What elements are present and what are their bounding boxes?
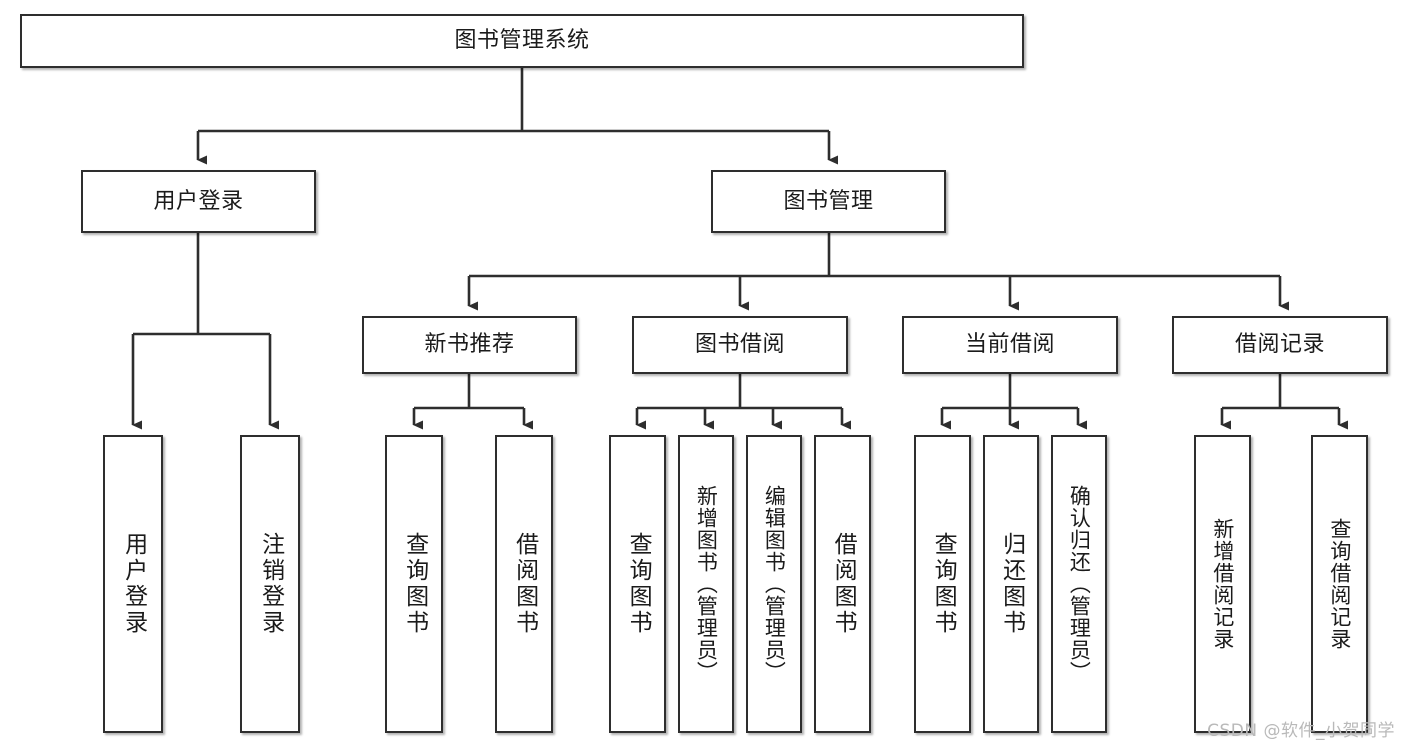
leaf-edit-book-admin[interactable]: 编辑图书（管理员） (746, 435, 802, 733)
node-book-manage[interactable]: 图书管理 (711, 170, 946, 233)
node-label: 图书借阅 (694, 332, 785, 358)
node-book-borrow[interactable]: 图书借阅 (632, 316, 848, 374)
watermark-text: CSDN @软件_小贺同学 (1207, 721, 1395, 741)
node-label: 用户登录 (120, 532, 147, 636)
node-label: 归还图书 (998, 532, 1025, 636)
leaf-query-book-borrow[interactable]: 查询图书 (609, 435, 666, 733)
node-label: 查询图书 (625, 532, 652, 636)
leaf-query-book-rec[interactable]: 查询图书 (385, 435, 443, 733)
node-label: 当前借阅 (964, 332, 1055, 358)
node-label: 新增图书（管理员） (694, 485, 719, 683)
node-label: 借阅图书 (511, 532, 538, 636)
node-borrow-record[interactable]: 借阅记录 (1172, 316, 1388, 374)
node-label: 查询借阅记录 (1327, 518, 1352, 650)
node-label: 借阅记录 (1234, 332, 1325, 358)
node-label: 图书管理系统 (454, 28, 590, 54)
leaf-borrow-book-rec[interactable]: 借阅图书 (495, 435, 553, 733)
node-label: 确认归还（管理员） (1067, 485, 1092, 683)
node-new-book-rec[interactable]: 新书推荐 (362, 316, 577, 374)
leaf-user-login[interactable]: 用户登录 (103, 435, 163, 733)
node-label: 借阅图书 (830, 532, 857, 636)
node-label: 新书推荐 (424, 332, 515, 358)
leaf-confirm-return-admin[interactable]: 确认归还（管理员） (1051, 435, 1107, 733)
leaf-logout-login[interactable]: 注销登录 (240, 435, 300, 733)
leaf-borrow-book[interactable]: 借阅图书 (814, 435, 871, 733)
node-root-system[interactable]: 图书管理系统 (20, 14, 1024, 68)
leaf-add-borrow-record[interactable]: 新增借阅记录 (1194, 435, 1251, 733)
node-label: 新增借阅记录 (1210, 518, 1235, 650)
node-current-borrow[interactable]: 当前借阅 (902, 316, 1118, 374)
leaf-query-book-current[interactable]: 查询图书 (914, 435, 971, 733)
node-label: 用户登录 (153, 188, 244, 214)
node-label: 查询图书 (930, 532, 957, 636)
node-label: 编辑图书（管理员） (762, 485, 787, 683)
leaf-add-book-admin[interactable]: 新增图书（管理员） (678, 435, 734, 733)
node-label: 查询图书 (401, 532, 428, 636)
node-user-login[interactable]: 用户登录 (81, 170, 316, 233)
leaf-query-borrow-record[interactable]: 查询借阅记录 (1311, 435, 1368, 733)
leaf-return-book[interactable]: 归还图书 (983, 435, 1039, 733)
node-label: 注销登录 (257, 532, 284, 636)
node-label: 图书管理 (783, 188, 874, 214)
